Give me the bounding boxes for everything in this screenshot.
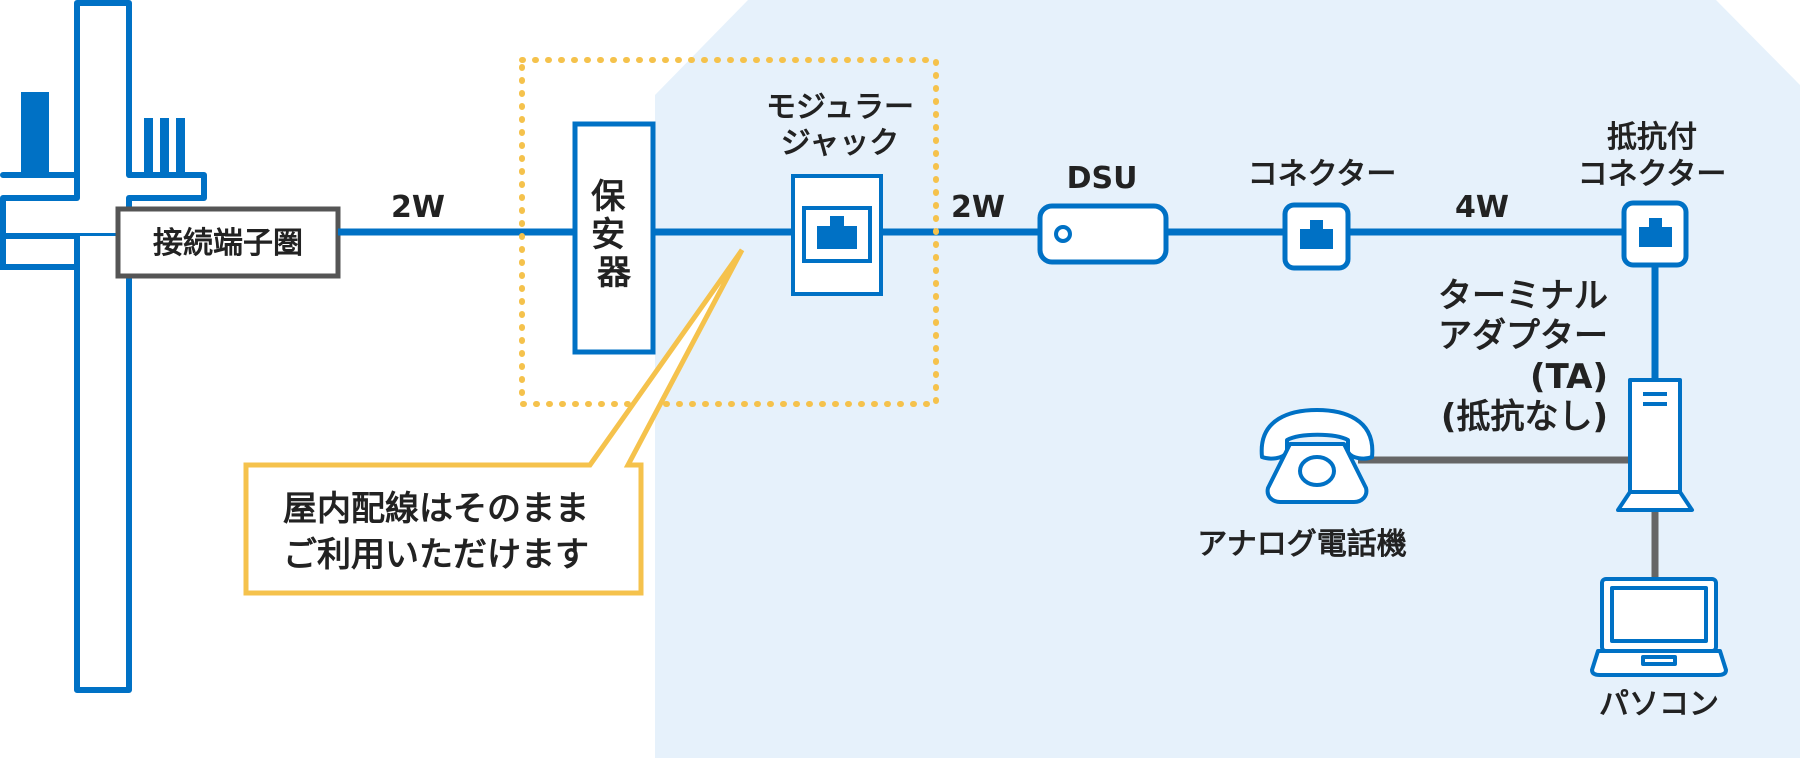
modular-jack-label-line2: ジャック — [781, 126, 900, 161]
highlight-dotted-box — [519, 57, 939, 407]
terminal-box: 接続端子圏 — [115, 206, 341, 279]
resistor-connector-label-line1: 抵抗付 — [1607, 120, 1697, 155]
callout-text-line2: ご利用いただけます — [283, 535, 589, 575]
callout-text-line1: 屋内配線はそのまま — [283, 489, 589, 529]
ta-label-line3: (TA) — [1530, 357, 1608, 397]
dsu-device: DSU — [1037, 161, 1169, 265]
pole-insulators — [21, 92, 185, 176]
indoor-area-background — [655, 0, 1800, 758]
ta-label-line1: ターミナル — [1438, 276, 1608, 316]
ta-label-line4: (抵抗なし) — [1441, 397, 1608, 437]
wire-label-2w-a: 2W — [391, 190, 445, 225]
pole-crossarm — [0, 233, 80, 270]
connector-label: コネクター — [1248, 157, 1397, 192]
analog-phone-icon — [1259, 408, 1375, 504]
terminal-adapter-label: ターミナル アダプター (TA) (抵抗なし) — [1438, 276, 1608, 437]
protector-label-char-3: 器 — [597, 253, 632, 293]
jack-port-icon — [817, 216, 857, 249]
protector-device: 保 安 器 — [572, 121, 656, 355]
pc-icon — [1590, 577, 1728, 677]
pc-label: パソコン — [1599, 687, 1719, 722]
wire-label-4w: 4W — [1455, 190, 1509, 225]
analog-phone-label: アナログ電話機 — [1197, 527, 1406, 562]
resistor-connector-label-line2: コネクター — [1578, 157, 1727, 192]
callout-bubble: 屋内配線はそのまま ご利用いただけます — [243, 248, 745, 596]
protector-label: 保 安 器 — [591, 177, 637, 293]
resistor-connector-device: 抵抗付 コネクター — [1578, 120, 1727, 268]
connector-device: コネクター — [1248, 157, 1397, 271]
terminal-box-label: 接続端子圏 — [153, 226, 303, 261]
dsu-label: DSU — [1067, 161, 1138, 196]
modular-jack-label-line1: モジュラー — [766, 90, 914, 125]
ta-label-line2: アダプター — [1438, 316, 1608, 356]
modular-jack: モジュラー ジャック — [766, 90, 914, 296]
terminal-adapter-device — [1616, 378, 1694, 512]
connector-port-icon — [1300, 220, 1333, 249]
wire-label-2w-b: 2W — [951, 190, 1005, 225]
protector-label-char-2: 安 — [591, 215, 625, 255]
dsu-indicator-icon — [1054, 225, 1072, 243]
protector-label-char-1: 保 — [591, 177, 626, 217]
resistor-connector-port-icon — [1639, 218, 1672, 247]
